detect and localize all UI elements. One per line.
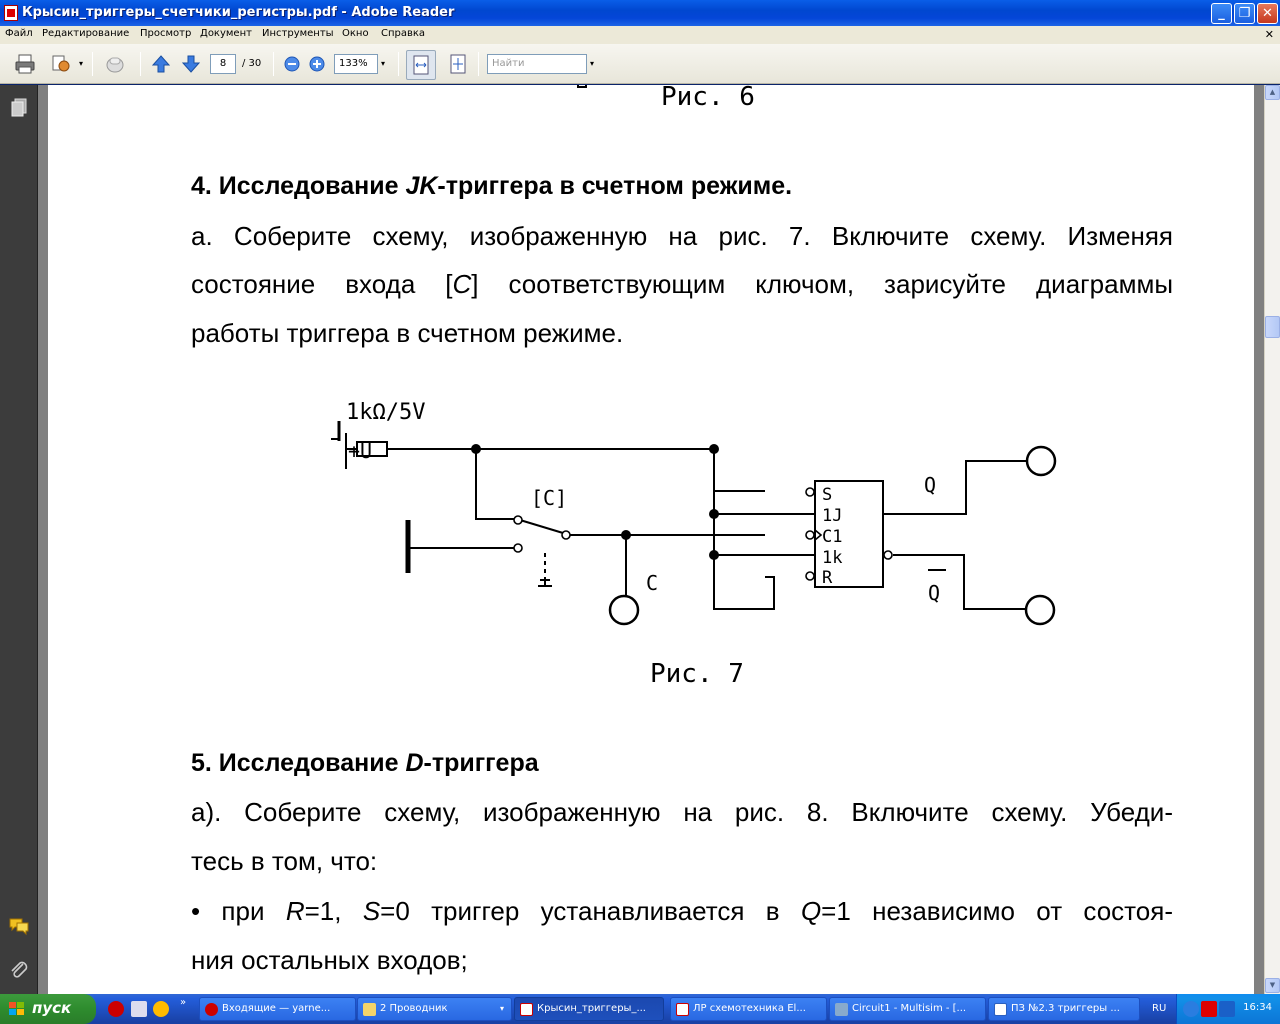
quicklaunch-more-icon[interactable]: »	[180, 997, 187, 1008]
task-inbox[interactable]: Входящие — yarne...	[199, 997, 356, 1021]
folder-icon	[363, 1003, 376, 1016]
close-button[interactable]: ✕	[1257, 3, 1278, 24]
pages-icon[interactable]	[8, 97, 30, 119]
previous-page-arrow-up-icon[interactable]	[150, 53, 172, 75]
opera-icon	[205, 1003, 218, 1016]
section-4-paragraph-line1: а. Соберите схему, изображенную на рис. …	[191, 221, 1173, 251]
pdf-page: Рис. 6 4. Исследование JK-триггера в сче…	[48, 85, 1254, 994]
bullet-line1: • при R=1, S=0 триггер устанавливается в…	[191, 896, 1173, 926]
title-bar[interactable]: Крысин_триггеры_счетчики_регистры.pdf - …	[0, 0, 1280, 26]
fit-width-icon	[413, 55, 429, 75]
supply-label: 1kΩ/5V	[346, 400, 425, 425]
zoom-out-icon[interactable]	[284, 56, 300, 72]
system-tray: 16:34	[1176, 994, 1280, 1024]
menu-tools[interactable]: Инструменты	[262, 28, 334, 39]
section-5-heading: 5. Исследование D-триггера	[191, 749, 539, 777]
scroll-up-button[interactable]: ▲	[1265, 85, 1280, 100]
collaborate-dropdown-icon[interactable]: ▾	[78, 59, 83, 68]
comments-icon[interactable]	[8, 915, 30, 937]
document-viewport[interactable]: Рис. 6 4. Исследование JK-триггера в сче…	[38, 85, 1264, 994]
toolbar-separator	[398, 52, 399, 76]
notepad-icon[interactable]	[131, 1001, 147, 1017]
clock-app-icon[interactable]	[153, 1001, 169, 1017]
menu-document[interactable]: Документ	[200, 28, 252, 39]
pdf-file-icon	[520, 1003, 533, 1016]
close-document-icon[interactable]: ✕	[1264, 28, 1274, 41]
restore-button[interactable]: ❐	[1234, 3, 1255, 24]
clock: 16:34	[1243, 1002, 1272, 1013]
section-4-paragraph-line2: состояние входа [C] соответствующим ключ…	[191, 269, 1174, 299]
zoom-in-icon[interactable]	[309, 56, 325, 72]
pin-1k-label: 1k	[822, 548, 842, 568]
word-document-icon	[994, 1003, 1007, 1016]
figure7-caption: Рис. 7	[650, 659, 744, 689]
toolbar-separator	[273, 52, 274, 76]
output-q-label: Q	[924, 473, 936, 497]
search-input[interactable]: Найти	[487, 54, 587, 74]
scrollbar-thumb[interactable]	[1265, 316, 1280, 338]
zoom-dropdown-icon[interactable]: ▾	[380, 59, 385, 68]
search-dropdown-icon[interactable]: ▾	[589, 59, 594, 68]
pin-1j-label: 1J	[822, 506, 842, 526]
minimize-button[interactable]: _	[1211, 3, 1232, 24]
toolbar-separator	[478, 52, 479, 76]
group-dropdown-icon[interactable]: ▾	[500, 1004, 505, 1013]
attachments-paperclip-icon[interactable]	[8, 959, 30, 981]
language-indicator[interactable]: RU	[1152, 1003, 1167, 1014]
fit-width-button[interactable]	[406, 50, 436, 80]
plus-u-label: +U	[348, 439, 372, 463]
task-lr-circuitry[interactable]: ЛР схемотехника El...	[670, 997, 827, 1021]
toolbar-separator	[92, 52, 93, 76]
multisim-icon	[835, 1003, 848, 1016]
toolbar: ▾ 8 / 30 133% ▾	[0, 44, 1280, 84]
menu-help[interactable]: Справка	[381, 28, 426, 39]
fit-page-icon[interactable]	[447, 53, 469, 75]
bullet-line2: ния остальных входов;	[191, 945, 468, 975]
menu-view[interactable]: Просмотр	[140, 28, 192, 39]
window-title: Крысин_триггеры_счетчики_регистры.pdf - …	[22, 5, 455, 20]
opera-icon[interactable]	[108, 1001, 124, 1017]
tray-arrow-icon[interactable]	[1183, 1001, 1199, 1017]
collaborate-icon[interactable]	[50, 53, 72, 75]
output-qbar-label: Q	[928, 581, 940, 605]
vertical-scrollbar[interactable]: ▲ ▼	[1264, 85, 1280, 994]
section-4-heading: 4. Исследование JK-триггера в счетном ре…	[191, 172, 793, 200]
task-adobe-reader[interactable]: Крысин_триггеры_...	[514, 997, 664, 1021]
print-icon[interactable]	[14, 53, 36, 75]
pin-s-label: S	[822, 485, 832, 505]
page-number-input[interactable]: 8	[210, 54, 236, 74]
navigation-panel	[0, 85, 38, 994]
start-button[interactable]: пуск	[0, 994, 96, 1024]
menu-file[interactable]: Файл	[5, 28, 33, 39]
figure7-schematic: 1kΩ/5V +U [C] Q Q C S 1J C1 1k R	[331, 400, 1057, 626]
probe-c-label: C	[646, 571, 658, 595]
volume-icon[interactable]	[1219, 1001, 1235, 1017]
task-word-document[interactable]: ПЗ №2.3 триггеры ...	[988, 997, 1140, 1021]
pin-c1-label: C1	[822, 527, 842, 547]
section-5-paragraph-line2: тесь в том, что:	[191, 846, 378, 876]
menu-bar: Файл Редактирование Просмотр Документ Ин…	[0, 26, 1280, 44]
task-explorer[interactable]: 2 Проводник	[357, 997, 512, 1021]
menu-edit[interactable]: Редактирование	[42, 28, 130, 39]
pdf-file-icon	[676, 1003, 689, 1016]
menu-window[interactable]: Окно	[342, 28, 369, 39]
pin-r-label: R	[822, 568, 833, 588]
section-4-paragraph-line3: работы триггера в счетном режиме.	[191, 318, 624, 348]
section-5-paragraph-line1: а). Соберите схему, изображенную на рис.…	[191, 797, 1173, 827]
switch-label: [C]	[531, 486, 567, 510]
kaspersky-icon[interactable]	[1201, 1001, 1217, 1017]
windows-logo-icon	[9, 1002, 24, 1015]
page-total: / 30	[242, 58, 262, 69]
zoom-level-input[interactable]: 133%	[334, 54, 378, 74]
next-page-arrow-down-icon[interactable]	[180, 53, 202, 75]
figure6-caption: Рис. 6	[661, 85, 755, 112]
scroll-down-button[interactable]: ▼	[1265, 978, 1280, 993]
taskbar: пуск » Входящие — yarne... 2 Проводник ▾…	[0, 994, 1280, 1024]
pdf-file-icon	[4, 5, 18, 21]
task-multisim[interactable]: Circuit1 - Multisim - [...	[829, 997, 986, 1021]
toolbar-separator	[140, 52, 141, 76]
hand-tool-icon[interactable]	[104, 53, 126, 75]
figure6-fragment	[577, 85, 587, 88]
